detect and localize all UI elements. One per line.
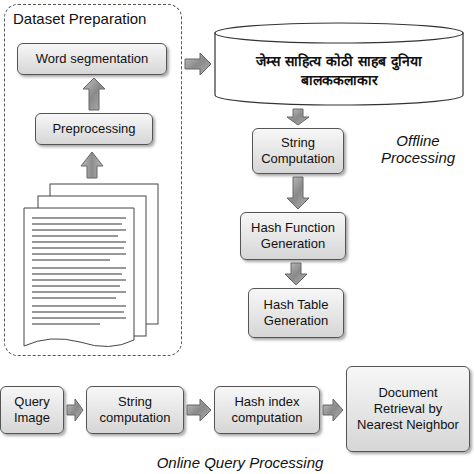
process-box: Preprocessing	[35, 113, 153, 145]
block-arrow	[287, 109, 309, 125]
output-box: Document Retrieval by Nearest Neighbor	[346, 366, 470, 452]
box-text: Hash Function Generation	[245, 220, 341, 253]
section-label: Offline Processing	[366, 132, 470, 166]
block-arrow	[287, 177, 309, 209]
block-arrow	[185, 53, 211, 75]
process-box: String computation	[86, 386, 184, 434]
section-label: Online Query Processing	[120, 454, 360, 471]
database-cylinder: जेम्स साहित्य कोठी साहब दुनिया बालककलाका…	[214, 22, 464, 106]
box-text: Document Retrieval by Nearest Neighbor	[351, 385, 465, 434]
group-box: Dataset PreparationWord segmentationPrep…	[4, 4, 182, 356]
process-box: Hash index computation	[214, 386, 320, 434]
process-box: Hash Table Generation	[248, 288, 344, 338]
box-text: Query Image	[5, 394, 59, 427]
process-box: Word segmentation	[17, 43, 167, 75]
process-box: String Computation	[252, 128, 344, 174]
block-arrow	[285, 263, 307, 285]
block-arrow	[323, 399, 343, 421]
box-text: Hash Table Generation	[253, 297, 339, 330]
upload-arrow	[81, 152, 103, 178]
block-arrow	[83, 78, 105, 110]
block-arrow	[187, 399, 211, 421]
box-text: Hash index computation	[219, 394, 315, 427]
box-text: String computation	[91, 394, 179, 427]
process-box: Hash Function Generation	[240, 212, 346, 260]
cylinder-text: जेम्स साहित्य कोठी साहब दुनिया बालककलाका…	[242, 44, 436, 98]
box-text: Word segmentation	[36, 51, 149, 67]
block-arrow	[67, 399, 83, 421]
paper-sheets	[24, 184, 158, 347]
box-text: Preprocessing	[52, 121, 135, 137]
group-title: Dataset Preparation	[13, 10, 146, 27]
box-text: String Computation	[257, 135, 339, 168]
input-box: Query Image	[0, 386, 64, 434]
